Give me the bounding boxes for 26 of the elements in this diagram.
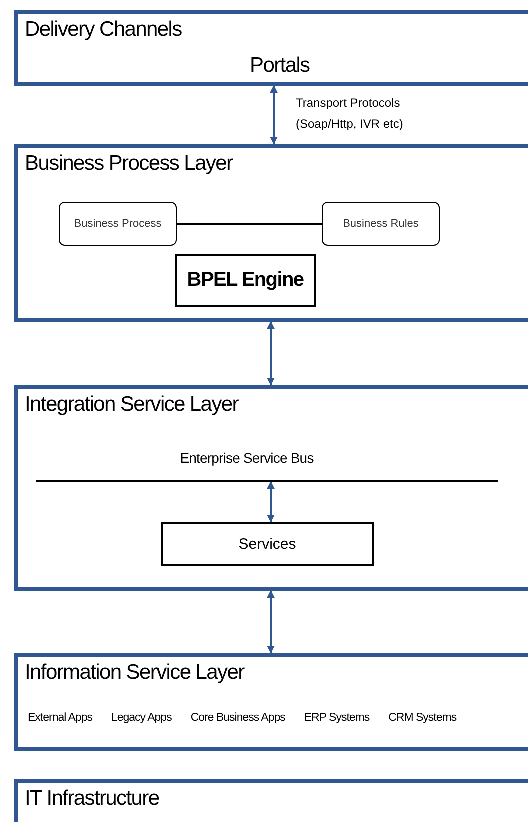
arrow [267,481,275,523]
layer-heading: Information Service Layer [25,661,244,685]
system-text: Legacy Apps [111,712,172,724]
arrow [270,85,278,145]
engine-box: BPEL Engine [175,254,316,307]
component-box: Business Process [59,202,177,246]
layer-panel [14,10,528,86]
connector-line [177,223,322,225]
layer-heading: Business Process Layer [25,152,233,176]
layer-heading: Integration Service Layer [25,393,238,417]
layer-panel [14,653,528,751]
system-text: ERP Systems [304,712,370,724]
channel-text: Portals [250,54,310,78]
bus-line [36,450,498,482]
service-box: Services [161,522,374,566]
component-box: Business Rules [322,202,440,246]
layer-panel [14,144,528,322]
bus-title: Enterprise Service Bus [179,450,315,466]
system-text: External Apps [28,712,92,724]
layer-heading: Delivery Channels [25,18,182,42]
system-text: CRM Systems [388,712,457,724]
arrow [267,590,275,654]
arrow [267,321,275,386]
layer-panel [14,385,528,591]
layer-heading: IT Infrastructure [25,787,160,811]
system-text: Core Business Apps [190,712,286,724]
